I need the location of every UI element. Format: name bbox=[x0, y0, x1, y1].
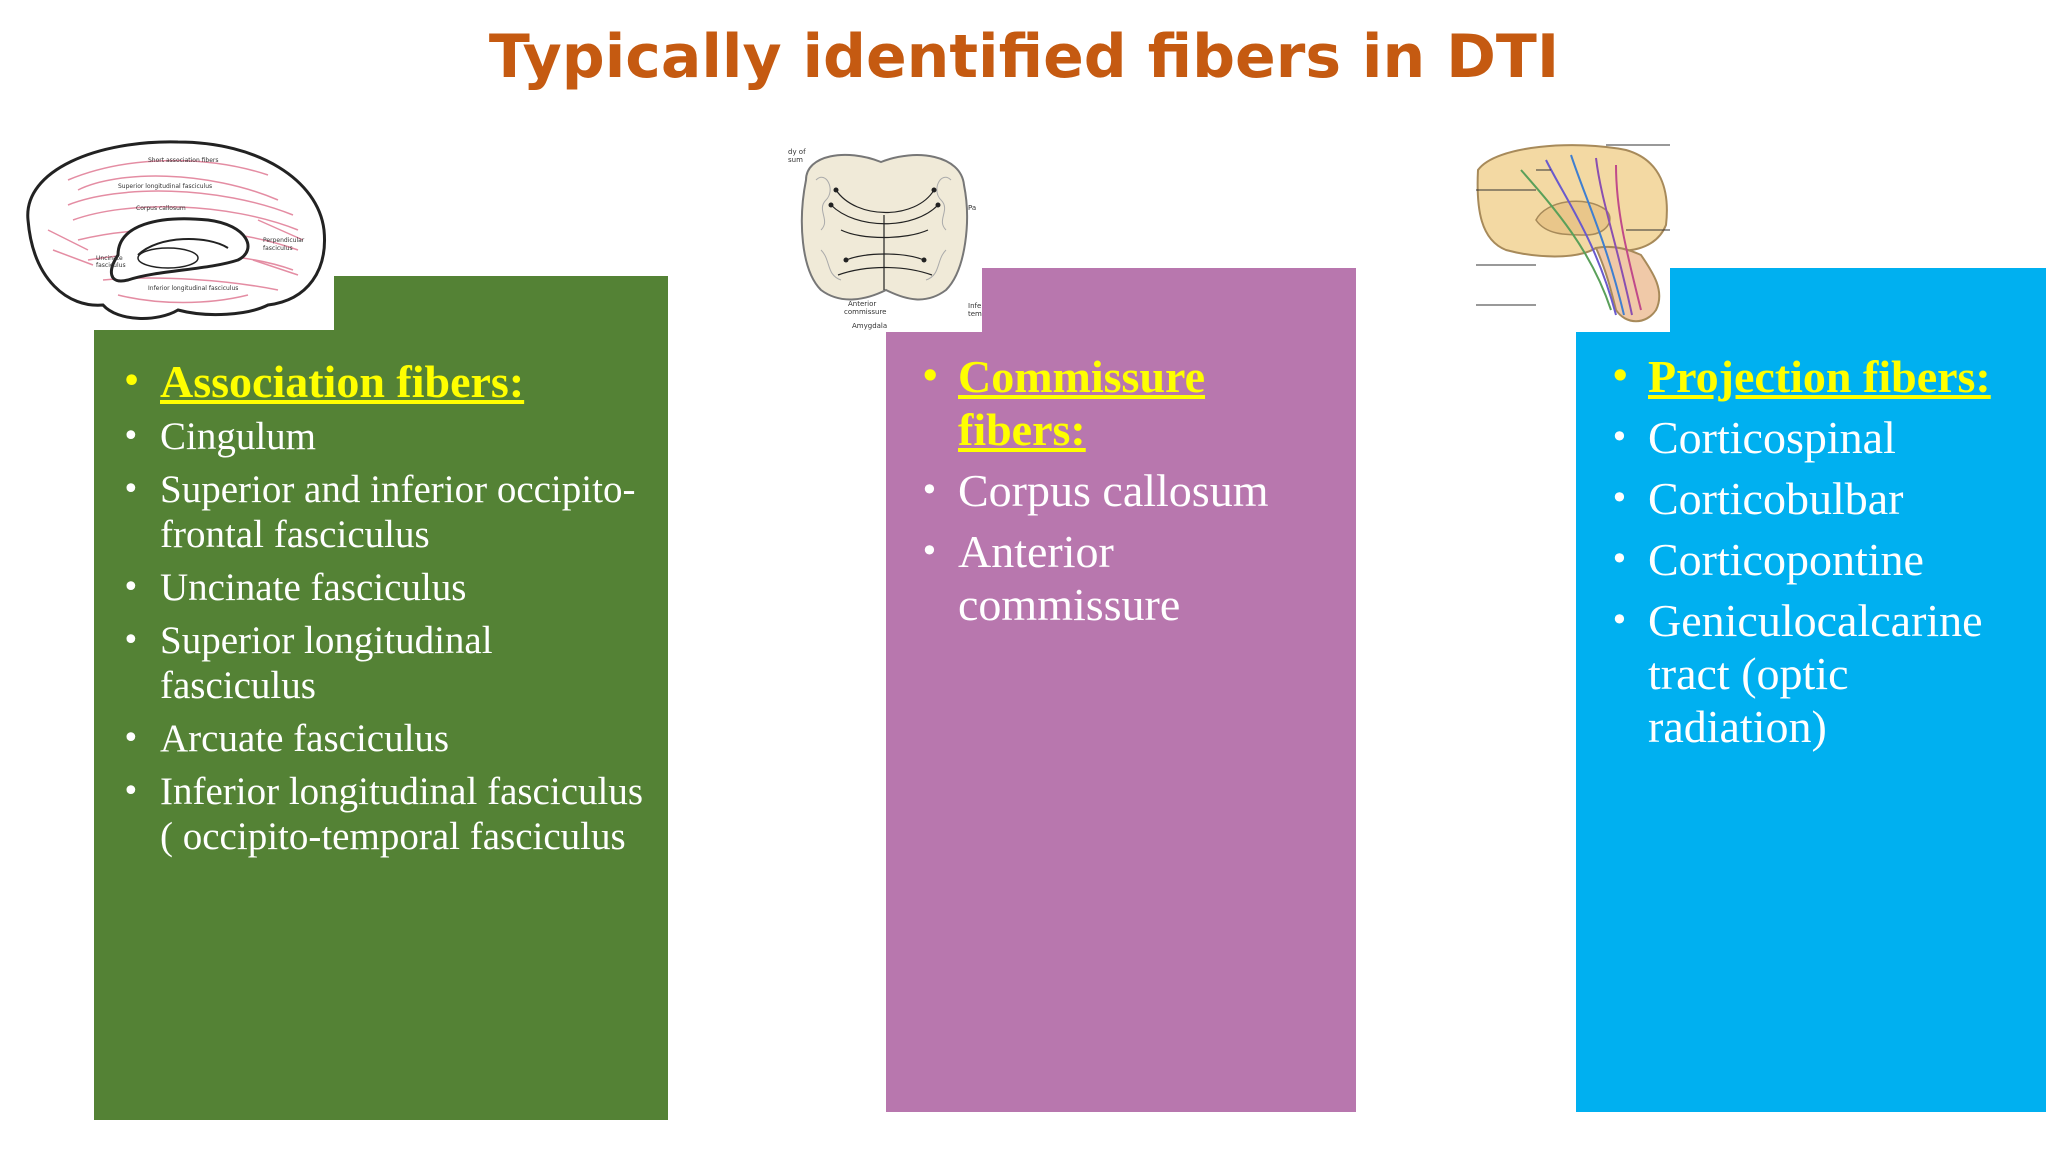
list-item: Corpus callosum bbox=[920, 464, 1336, 517]
list-item: Geniculocalcarine tract (optic radiation… bbox=[1610, 594, 2026, 753]
association-fibers-list: Association fibers: Cingulum Superior an… bbox=[122, 356, 648, 859]
svg-text:Amygdala: Amygdala bbox=[852, 322, 887, 330]
svg-text:Anterior: Anterior bbox=[848, 300, 876, 308]
svg-text:Uncinate: Uncinate bbox=[96, 255, 123, 262]
commissure-fibers-list: Commissure fibers: Corpus callosum Anter… bbox=[920, 350, 1336, 631]
brain-projection-illustration bbox=[1476, 144, 1670, 323]
brain-sagittal-illustration: Short association fibers Superior longit… bbox=[26, 140, 326, 320]
svg-text:sum: sum bbox=[788, 156, 803, 164]
svg-text:Perpendicular: Perpendicular bbox=[263, 237, 305, 244]
svg-text:tem: tem bbox=[968, 310, 982, 318]
association-fibers-heading: Association fibers: bbox=[122, 356, 648, 408]
association-fibers-panel: Association fibers: Cingulum Superior an… bbox=[94, 276, 668, 1120]
projection-fibers-panel: Projection fibers: Corticospinal Cortico… bbox=[1576, 268, 2046, 1112]
brain-projection-fibers-image bbox=[1476, 140, 1670, 332]
commissure-fibers-heading: Commissure fibers: bbox=[920, 350, 1336, 456]
list-item: Inferior longitudinal fasciculus ( occip… bbox=[122, 769, 648, 859]
list-item: Corticospinal bbox=[1610, 411, 2026, 464]
svg-text:Pa: Pa bbox=[968, 204, 976, 212]
brain-coronal-illustration: dy of sum Pa Anterior commissure Amygdal… bbox=[788, 148, 982, 330]
projection-fibers-heading: Projection fibers: bbox=[1610, 350, 2026, 403]
list-item: Corticobulbar bbox=[1610, 472, 2026, 525]
projection-fibers-list: Projection fibers: Corticospinal Cortico… bbox=[1610, 350, 2026, 753]
list-item: Uncinate fasciculus bbox=[122, 565, 648, 610]
brain-coronal-commissure-fibers-image: dy of sum Pa Anterior commissure Amygdal… bbox=[786, 140, 982, 332]
list-item: Cingulum bbox=[122, 414, 648, 459]
list-item: Anterior commissure bbox=[920, 525, 1336, 631]
svg-text:fasciculus: fasciculus bbox=[96, 262, 126, 269]
svg-text:Corpus callosum: Corpus callosum bbox=[136, 205, 186, 212]
svg-text:Infe: Infe bbox=[968, 302, 981, 310]
list-item: Corticopontine bbox=[1610, 533, 2026, 586]
svg-text:dy of: dy of bbox=[788, 148, 806, 156]
svg-text:Inferior longitudinal fascicul: Inferior longitudinal fasciculus bbox=[148, 285, 238, 292]
svg-text:Short association fibers: Short association fibers bbox=[148, 157, 219, 164]
list-item: Superior and inferior occipito-frontal f… bbox=[122, 467, 648, 557]
svg-text:fasciculus: fasciculus bbox=[263, 245, 293, 252]
list-item: Arcuate fasciculus bbox=[122, 716, 648, 761]
svg-text:commissure: commissure bbox=[844, 308, 886, 316]
page-title: Typically identified fibers in DTI bbox=[488, 22, 1560, 92]
brain-sagittal-association-fibers-image: Short association fibers Superior longit… bbox=[8, 130, 334, 330]
list-item: Superior longitudinal fasciculus bbox=[122, 618, 648, 708]
svg-text:Superior longitudinal fascicul: Superior longitudinal fasciculus bbox=[118, 183, 212, 190]
commissure-fibers-panel: Commissure fibers: Corpus callosum Anter… bbox=[886, 268, 1356, 1112]
